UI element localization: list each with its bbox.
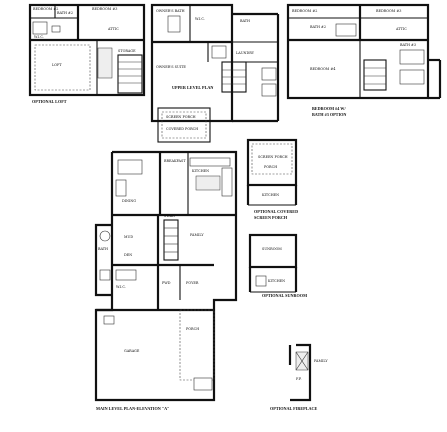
wic-label: W.I.C. <box>34 35 44 39</box>
screen-porch-caption: SCREEN PORCH <box>254 215 288 220</box>
sunroom-kitchen-label: KITCHEN <box>268 279 285 283</box>
opt-kitchen-label: KITCHEN <box>262 193 279 197</box>
optional-loft-caption: OPTIONAL LOFT <box>32 99 67 104</box>
loft-label: LOFT <box>52 63 62 67</box>
optional-sunroom: SUNROOM KITCHEN OPTIONAL SUNROOM <box>248 233 307 298</box>
right-attic-label: ATTIC <box>395 27 407 31</box>
storage-label: STORAGE <box>118 49 136 53</box>
fireplace-family-label: FAMILY <box>314 359 328 363</box>
right-bedroom2-label: BEDROOM #2 <box>292 9 317 13</box>
garage-label: GARAGE <box>124 349 140 353</box>
fireplace-label: F.P. <box>296 377 302 381</box>
opt-screen-porch-label: SCREEN PORCH <box>258 155 288 159</box>
bedroom2-label: BEDROOM #2 <box>33 7 58 11</box>
main-wic-label: W.I.C. <box>116 285 126 289</box>
optional-fireplace-caption: OPTIONAL FIREPLACE <box>270 406 318 411</box>
bedroom4-option-plan: BEDROOM #2 BEDROOM #3 BATH #2 BEDROOM #4… <box>286 3 442 117</box>
den-label: DEN <box>124 253 132 257</box>
optional-covered-caption: OPTIONAL COVERED <box>254 209 298 214</box>
bath-label: BATH <box>240 19 250 23</box>
dining-label: DINING <box>122 199 136 203</box>
bedroom3-label: BEDROOM #3 <box>92 7 117 11</box>
sunroom-label: SUNROOM <box>262 247 282 251</box>
right-bedroom4-label: BEDROOM #4 <box>310 67 335 71</box>
owners-bath-label: OWNER'S BATH <box>156 9 185 13</box>
powder-label: PWD <box>162 281 171 285</box>
optional-loft-plan: BEDROOM #2 BEDROOM #3 BATH #2 W.I.C. ATT… <box>28 3 146 104</box>
foyer-label: FOYER <box>186 281 199 285</box>
right-bedroom3-label: BEDROOM #3 <box>376 9 401 13</box>
stair-label: STAIR <box>164 214 175 218</box>
main-level-plan: SCREEN PORCH COVERED PORCH <box>94 107 238 411</box>
attic-label: ATTIC <box>107 27 119 31</box>
upper-level-plan: OWNER'S SUITE OWNER'S BATH W.I.C. LAUNDR… <box>150 3 280 123</box>
upper-level-caption: UPPER LEVEL PLAN <box>172 85 213 90</box>
mud-label: MUD <box>124 235 133 239</box>
main-bath-label: BATH <box>98 247 108 251</box>
right-bath2-label: BATH #2 <box>310 25 326 29</box>
optional-sunroom-caption: OPTIONAL SUNROOM <box>262 293 307 298</box>
opt-porch-label: PORCH <box>264 165 277 169</box>
porch-label: PORCH <box>186 327 199 331</box>
main-level-caption: MAIN LEVEL PLAN-ELEVATION "A" <box>96 406 169 411</box>
screen-porch-label: SCREEN PORCH <box>166 115 196 119</box>
bedroom4-caption: BEDROOM #4 W/ <box>312 106 346 111</box>
owners-suite-label: OWNER'S SUITE <box>156 65 186 69</box>
right-bath3-label: BATH #3 <box>400 43 416 47</box>
bath2-label: BATH #2 <box>57 11 73 15</box>
kitchen-label: KITCHEN <box>192 169 209 173</box>
breakfast-label: BREAKFAST <box>164 159 186 163</box>
upper-wic-label: W.I.C. <box>195 17 205 21</box>
family-label: FAMILY <box>190 233 204 237</box>
covered-porch-label: COVERED PORCH <box>166 127 198 131</box>
bath3-option-caption: BATH #3 OPTION <box>312 112 346 117</box>
laundry-label: LAUNDRY <box>236 51 255 55</box>
optional-screen-porch: SCREEN PORCH PORCH KITCHEN OPTIONAL COVE… <box>246 138 298 220</box>
optional-fireplace: F.P. FAMILY OPTIONAL FIREPLACE <box>270 343 328 411</box>
